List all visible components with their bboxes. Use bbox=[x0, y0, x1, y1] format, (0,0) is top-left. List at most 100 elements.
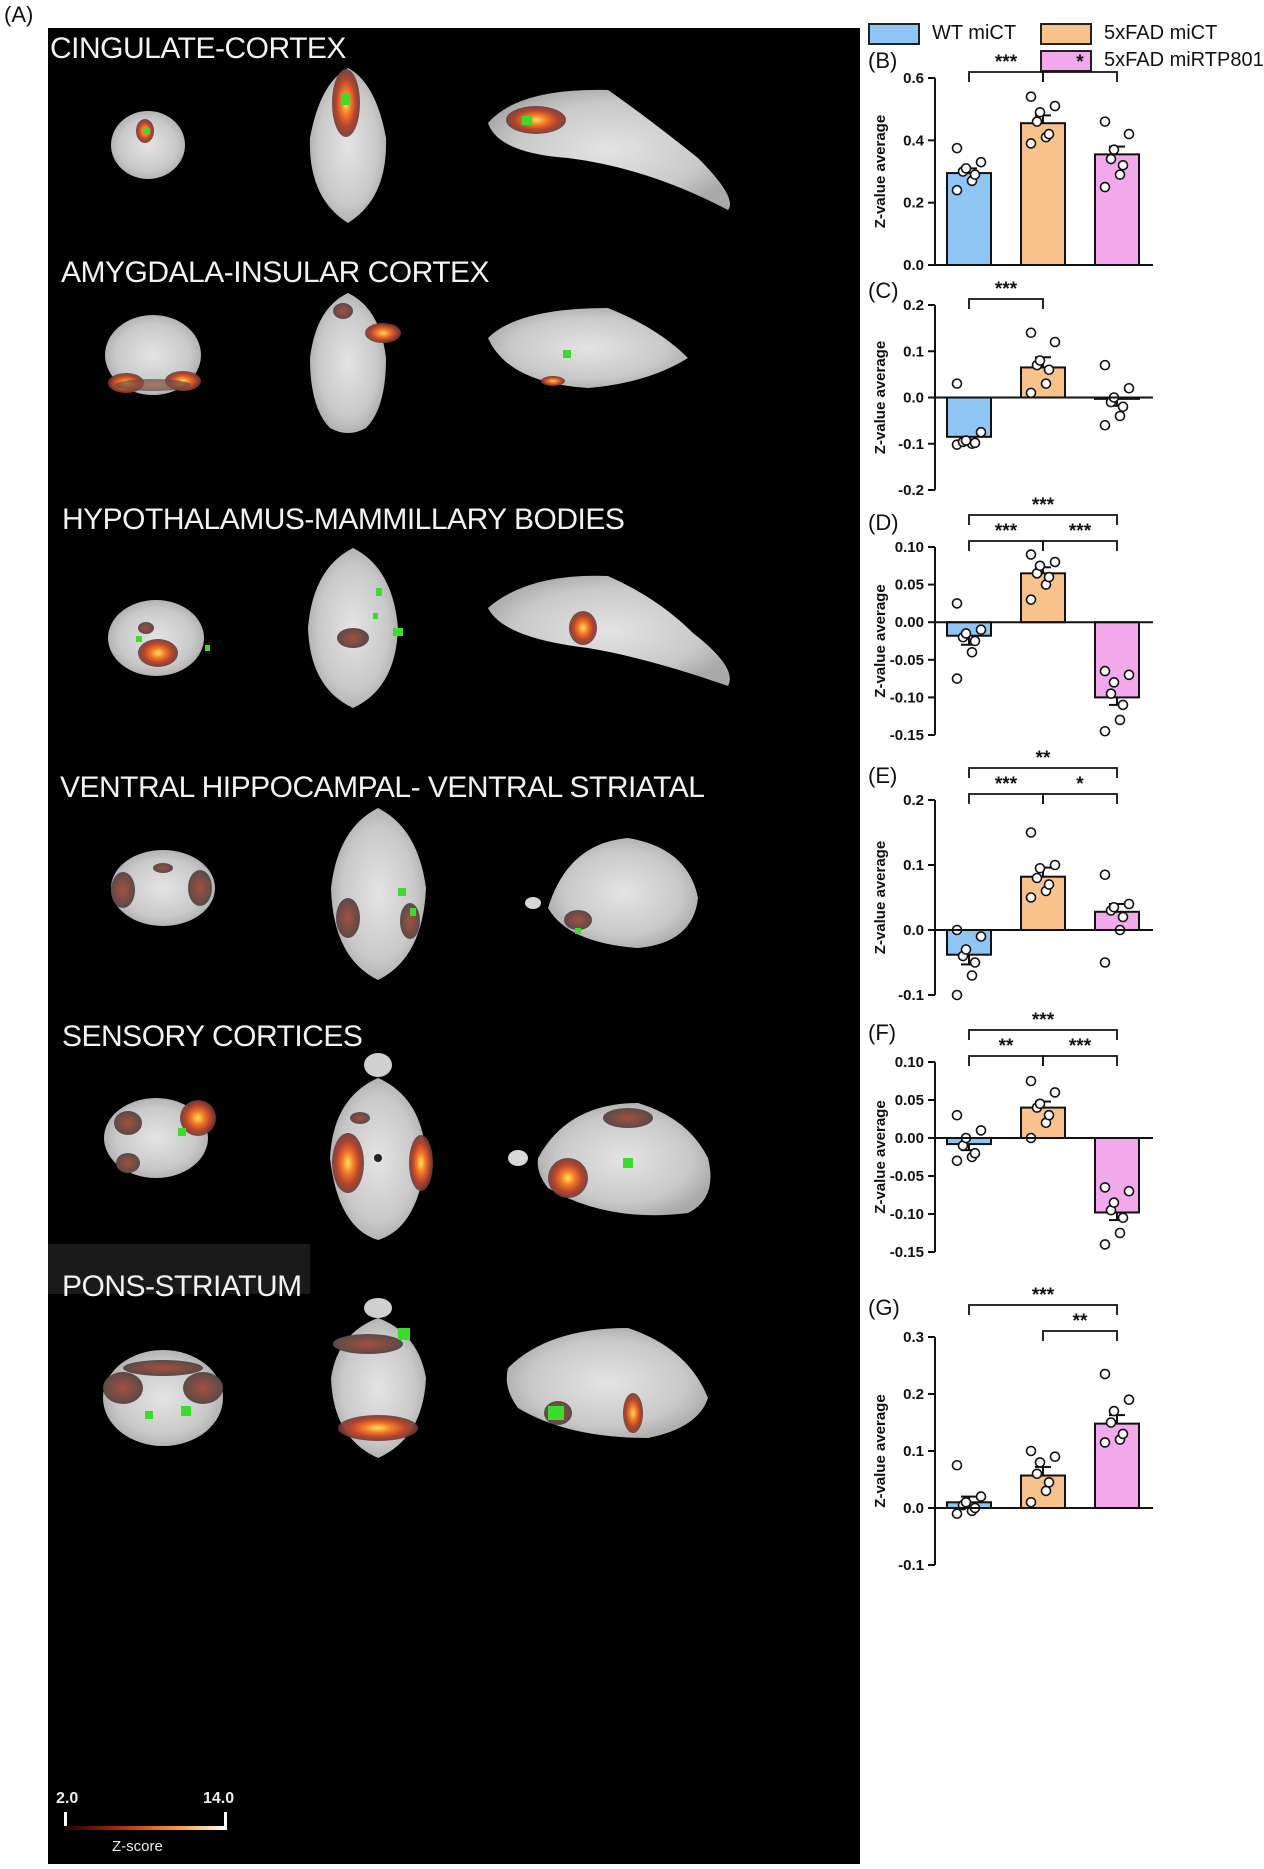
brain-row-sensory bbox=[104, 1053, 711, 1240]
significance-label: *** bbox=[995, 279, 1018, 300]
y-tick-label: 0.0 bbox=[903, 257, 924, 274]
data-point bbox=[1040, 1485, 1052, 1497]
region-title-pons: PONS-STRIATUM bbox=[62, 1270, 302, 1303]
data-point bbox=[1117, 1212, 1129, 1224]
significance-label: *** bbox=[1069, 1036, 1092, 1057]
data-point bbox=[1099, 1239, 1111, 1250]
data-point bbox=[960, 163, 972, 174]
data-point bbox=[951, 184, 963, 196]
data-point bbox=[1117, 159, 1129, 171]
data-point bbox=[1105, 153, 1117, 165]
legend-item-5xfad-mict: 5xFAD miCT bbox=[1040, 22, 1217, 45]
significance-bracket bbox=[968, 71, 1044, 82]
y-tick-label: 0.6 bbox=[903, 70, 924, 87]
data-point bbox=[960, 628, 972, 639]
y-axis-label: Z-value average bbox=[872, 841, 889, 954]
y-tick-label: -0.15 bbox=[890, 727, 924, 744]
colorbar bbox=[64, 1812, 227, 1830]
data-point bbox=[1031, 116, 1043, 127]
data-point bbox=[951, 598, 963, 609]
significance-bracket bbox=[968, 1055, 1044, 1066]
legend-swatch-5xfad-mict bbox=[1040, 22, 1092, 45]
region-title-hypothalamus: HYPOTHALAMUS-MAMMILLARY BODIES bbox=[62, 503, 625, 536]
data-point bbox=[975, 1491, 987, 1502]
y-tick-label: 0.10 bbox=[895, 1054, 924, 1071]
legend: WT miCT 5xFAD miCT 5xFAD miRTP801 bbox=[868, 22, 1264, 77]
data-point bbox=[1049, 100, 1061, 112]
data-point bbox=[1043, 1109, 1055, 1121]
data-point bbox=[1117, 1428, 1129, 1440]
y-tick-label: 0.05 bbox=[895, 1092, 924, 1109]
data-point bbox=[1108, 144, 1120, 155]
data-point bbox=[1043, 364, 1055, 376]
data-point bbox=[975, 624, 987, 636]
data-point bbox=[1099, 725, 1111, 737]
data-point bbox=[951, 989, 963, 1001]
data-point bbox=[951, 378, 963, 389]
y-tick-label: 0.2 bbox=[903, 297, 924, 314]
y-tick-label: 0.1 bbox=[903, 857, 924, 874]
significance-label: *** bbox=[1032, 1010, 1055, 1031]
data-point bbox=[969, 635, 981, 647]
data-point bbox=[966, 646, 978, 658]
significance-label: *** bbox=[1069, 521, 1092, 542]
legend-swatch-wt bbox=[868, 22, 920, 45]
data-point bbox=[1043, 128, 1055, 140]
y-tick-label: 0.05 bbox=[895, 577, 924, 594]
significance-label: *** bbox=[995, 52, 1018, 73]
chart-panel-4: (F)-0.15-0.10-0.050.000.050.10Z-value av… bbox=[868, 1010, 1153, 1261]
data-point bbox=[1049, 859, 1061, 871]
legend-item-wt: WT miCT bbox=[868, 22, 1016, 45]
chart-panel-label: (G) bbox=[868, 1295, 900, 1320]
data-point bbox=[1043, 1477, 1055, 1488]
chart-panel-label: (D) bbox=[868, 510, 899, 535]
data-point bbox=[1114, 169, 1126, 180]
colorbar-max: 14.0 bbox=[203, 1790, 235, 1807]
data-point bbox=[951, 1459, 963, 1471]
significance-bracket bbox=[1042, 71, 1118, 82]
data-point bbox=[1123, 128, 1135, 140]
chart-panel-label: (C) bbox=[868, 278, 899, 303]
chart-panel-label: (F) bbox=[868, 1020, 896, 1045]
data-point bbox=[1099, 359, 1111, 371]
data-point bbox=[1123, 669, 1135, 681]
data-point bbox=[969, 437, 981, 449]
data-point bbox=[1108, 901, 1120, 913]
y-tick-label: -0.05 bbox=[890, 1168, 924, 1185]
y-tick-label: 0.0 bbox=[903, 922, 924, 939]
data-point bbox=[1105, 688, 1117, 699]
data-point bbox=[1025, 138, 1037, 149]
data-point bbox=[1117, 401, 1129, 413]
data-point bbox=[1049, 336, 1061, 348]
data-point bbox=[951, 142, 963, 154]
y-tick-label: -0.10 bbox=[890, 689, 924, 706]
y-tick-label: -0.1 bbox=[898, 1557, 924, 1574]
significance-label: *** bbox=[995, 521, 1018, 542]
chart-panel-0: (B)0.00.20.40.6Z-value average**** bbox=[868, 48, 1153, 274]
y-axis-label: Z-value average bbox=[872, 341, 889, 454]
data-point bbox=[1114, 1227, 1126, 1239]
legend-label-5xfad-mirtp801: 5xFAD miRTP801 bbox=[1104, 49, 1264, 71]
data-point bbox=[1034, 106, 1046, 118]
data-point bbox=[1031, 872, 1043, 884]
significance-bracket bbox=[968, 1304, 1118, 1315]
y-tick-label: 0.0 bbox=[903, 1500, 924, 1517]
region-title-hippocampal: VENTRAL HIPPOCAMPAL- VENTRAL STRIATAL bbox=[60, 771, 705, 804]
y-tick-label: 0.1 bbox=[903, 1443, 924, 1460]
data-point bbox=[969, 957, 981, 968]
significance-bracket bbox=[968, 767, 1118, 778]
legend-label-wt: WT miCT bbox=[932, 22, 1017, 44]
panel-a-label: (A) bbox=[4, 2, 34, 27]
data-point bbox=[1114, 714, 1126, 726]
y-tick-label: -0.10 bbox=[890, 1206, 924, 1223]
data-point bbox=[1099, 665, 1111, 677]
brain-row-amygdala bbox=[105, 293, 688, 433]
data-point bbox=[1123, 1185, 1135, 1197]
y-tick-label: 0.2 bbox=[903, 1386, 924, 1403]
significance-label: * bbox=[1076, 52, 1084, 73]
data-point bbox=[951, 1508, 963, 1519]
data-point bbox=[1099, 181, 1111, 193]
y-tick-label: 0.0 bbox=[903, 390, 924, 407]
chart-panel-label: (B) bbox=[868, 48, 897, 73]
